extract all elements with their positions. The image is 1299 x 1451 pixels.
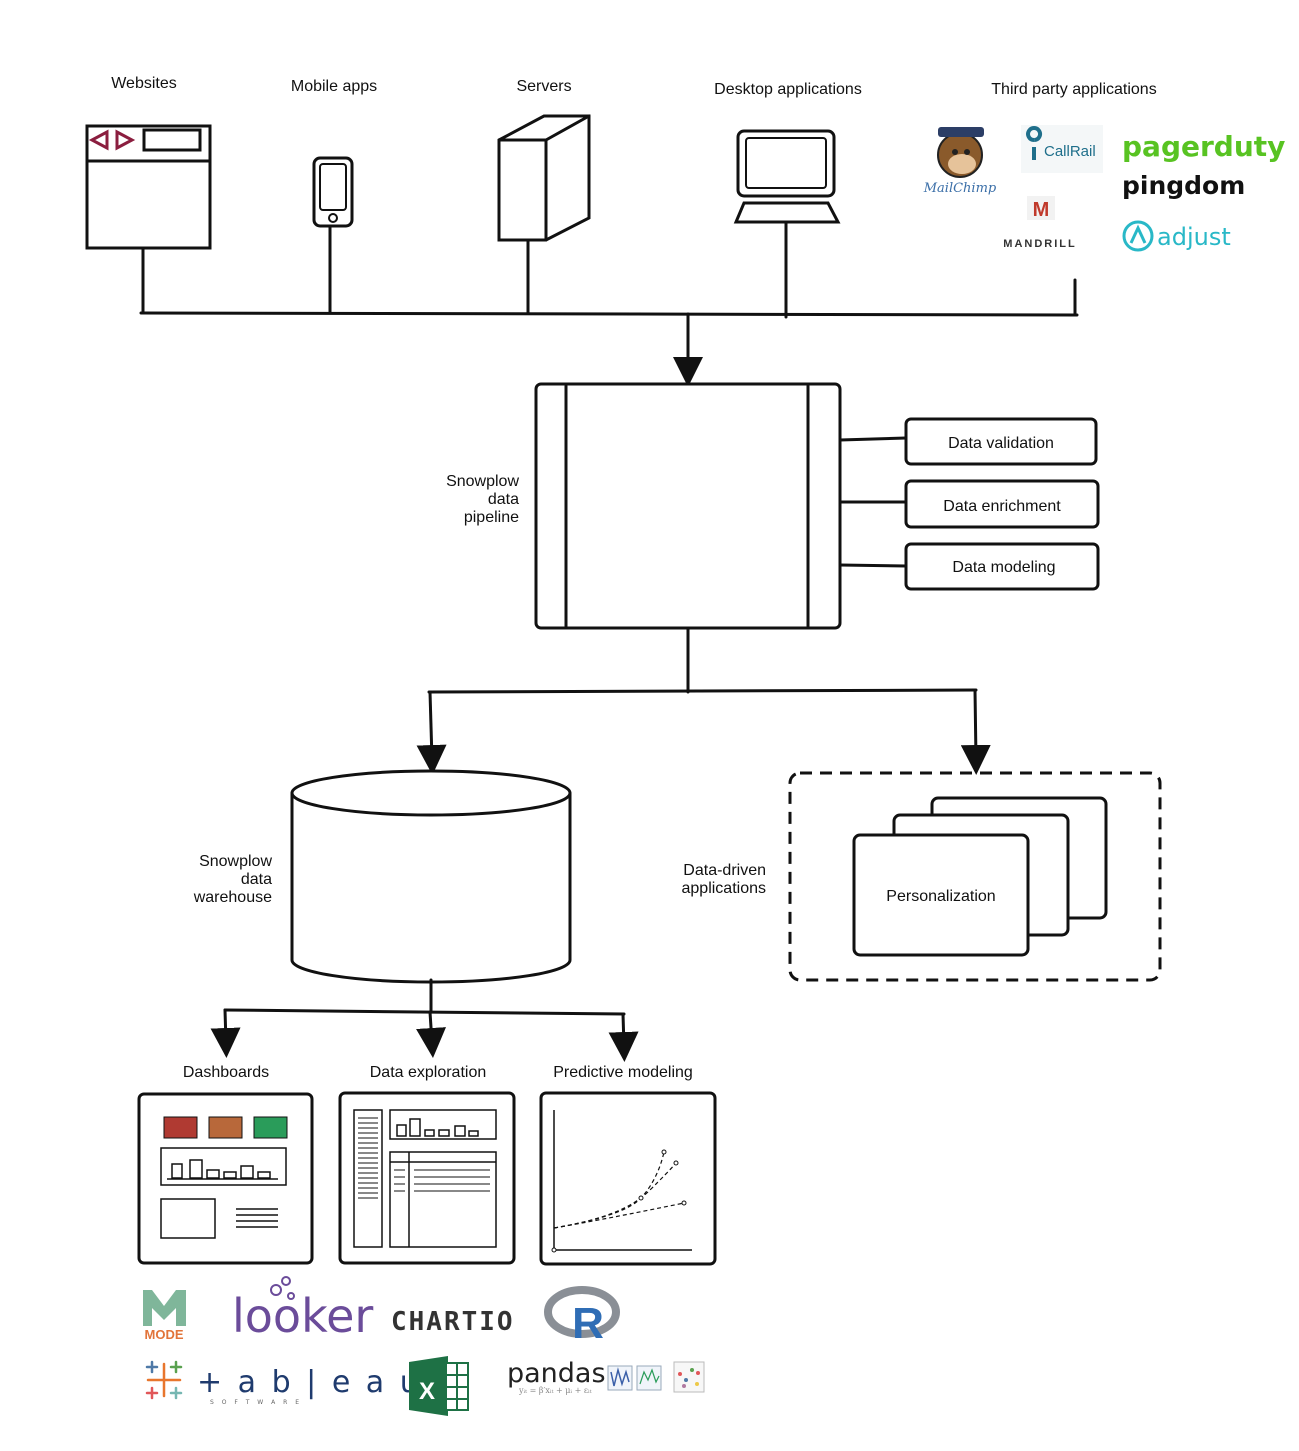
pipeline-label-3: pipeline <box>464 509 519 526</box>
step-label: Data enrichment <box>943 498 1061 515</box>
websites-label: Websites <box>111 75 177 92</box>
looker-logo: looker <box>232 1276 373 1343</box>
pandas-logo: pandas yᵢₜ = β′xᵢₜ + μᵢ + εᵢₜ <box>507 1358 705 1395</box>
step-label: Data validation <box>948 435 1054 452</box>
pipeline-label-2: data <box>488 491 519 508</box>
warehouse-label-1: Snowplow <box>199 853 272 870</box>
warehouse-fanout <box>210 978 639 1062</box>
adjust-wordmark: adjust <box>1157 223 1231 251</box>
desktop-computer-icon <box>733 129 841 224</box>
r-wordmark: R <box>572 1299 604 1348</box>
tableau-wordmark: + a b | e a u <box>197 1365 422 1400</box>
pingdom-logo: pingdom <box>1122 171 1245 200</box>
desktop-applications-label: Desktop applications <box>714 81 862 98</box>
chartio-logo: CHARTIO <box>391 1307 515 1337</box>
dashboards-label: Dashboards <box>183 1064 269 1081</box>
step-label: Data modeling <box>952 559 1055 576</box>
personalization-card-label: Personalization <box>886 888 995 905</box>
mailchimp-logo: MailChimp <box>923 127 997 196</box>
callrail-wordmark: CallRail <box>1044 143 1096 160</box>
pandas-formula: yᵢₜ = β′xᵢₜ + μᵢ + εᵢₜ <box>518 1386 592 1395</box>
data-exploration-label: Data exploration <box>370 1064 487 1081</box>
servers-label: Servers <box>516 78 571 95</box>
mandrill-logo: M MANDRILL <box>1003 196 1076 250</box>
pagerduty-logo: pagerduty <box>1122 130 1285 163</box>
dashboard-sketch <box>137 1092 314 1265</box>
source-connectors <box>139 220 1079 387</box>
warehouse-cylinder <box>290 769 572 984</box>
tableau-subtitle: S O F T W A R E <box>210 1399 302 1406</box>
server-tower-icon <box>497 114 591 242</box>
mailchimp-wordmark: MailChimp <box>923 181 997 196</box>
applications-label-1: Data-driven <box>683 862 766 879</box>
applications-label-2: applications <box>682 880 767 897</box>
warehouse-label-3: warehouse <box>193 889 272 906</box>
r-logo: R <box>544 1286 620 1348</box>
mobile-apps-label: Mobile apps <box>291 78 377 95</box>
data-exploration-sketch <box>338 1091 516 1265</box>
excel-mark: X <box>419 1378 435 1405</box>
mandrill-wordmark: MANDRILL <box>1003 238 1076 250</box>
pipeline-step-validation: Data validation <box>838 417 1098 466</box>
mode-wordmark: MODE <box>145 1327 184 1342</box>
mandrill-mark: M <box>1033 199 1050 221</box>
pipeline-step-modeling: Data modeling <box>838 542 1100 591</box>
pipeline-step-enrichment: Data enrichment <box>838 479 1100 529</box>
looker-wordmark: looker <box>232 1289 373 1343</box>
browser-window-icon <box>85 124 212 250</box>
mobile-phone-icon <box>312 156 354 228</box>
pipeline-box <box>534 382 842 630</box>
excel-logo: X <box>409 1356 469 1416</box>
pipeline-fanout <box>416 626 991 775</box>
pipeline-label-1: Snowplow <box>446 473 519 490</box>
mode-logo: MODE <box>143 1290 186 1342</box>
warehouse-label-2: data <box>241 871 272 888</box>
pandas-wordmark: pandas <box>507 1358 606 1389</box>
tableau-logo: + a b | e a u S O F T W A R E <box>145 1360 422 1406</box>
predictive-modeling-label: Predictive modeling <box>553 1064 693 1081</box>
applications-group: Personalization <box>788 771 1162 982</box>
adjust-logo: adjust <box>1122 220 1231 252</box>
callrail-logo: CallRail <box>1021 125 1103 173</box>
predictive-modeling-sketch <box>539 1091 717 1266</box>
third-party-applications-label: Third party applications <box>991 81 1156 98</box>
